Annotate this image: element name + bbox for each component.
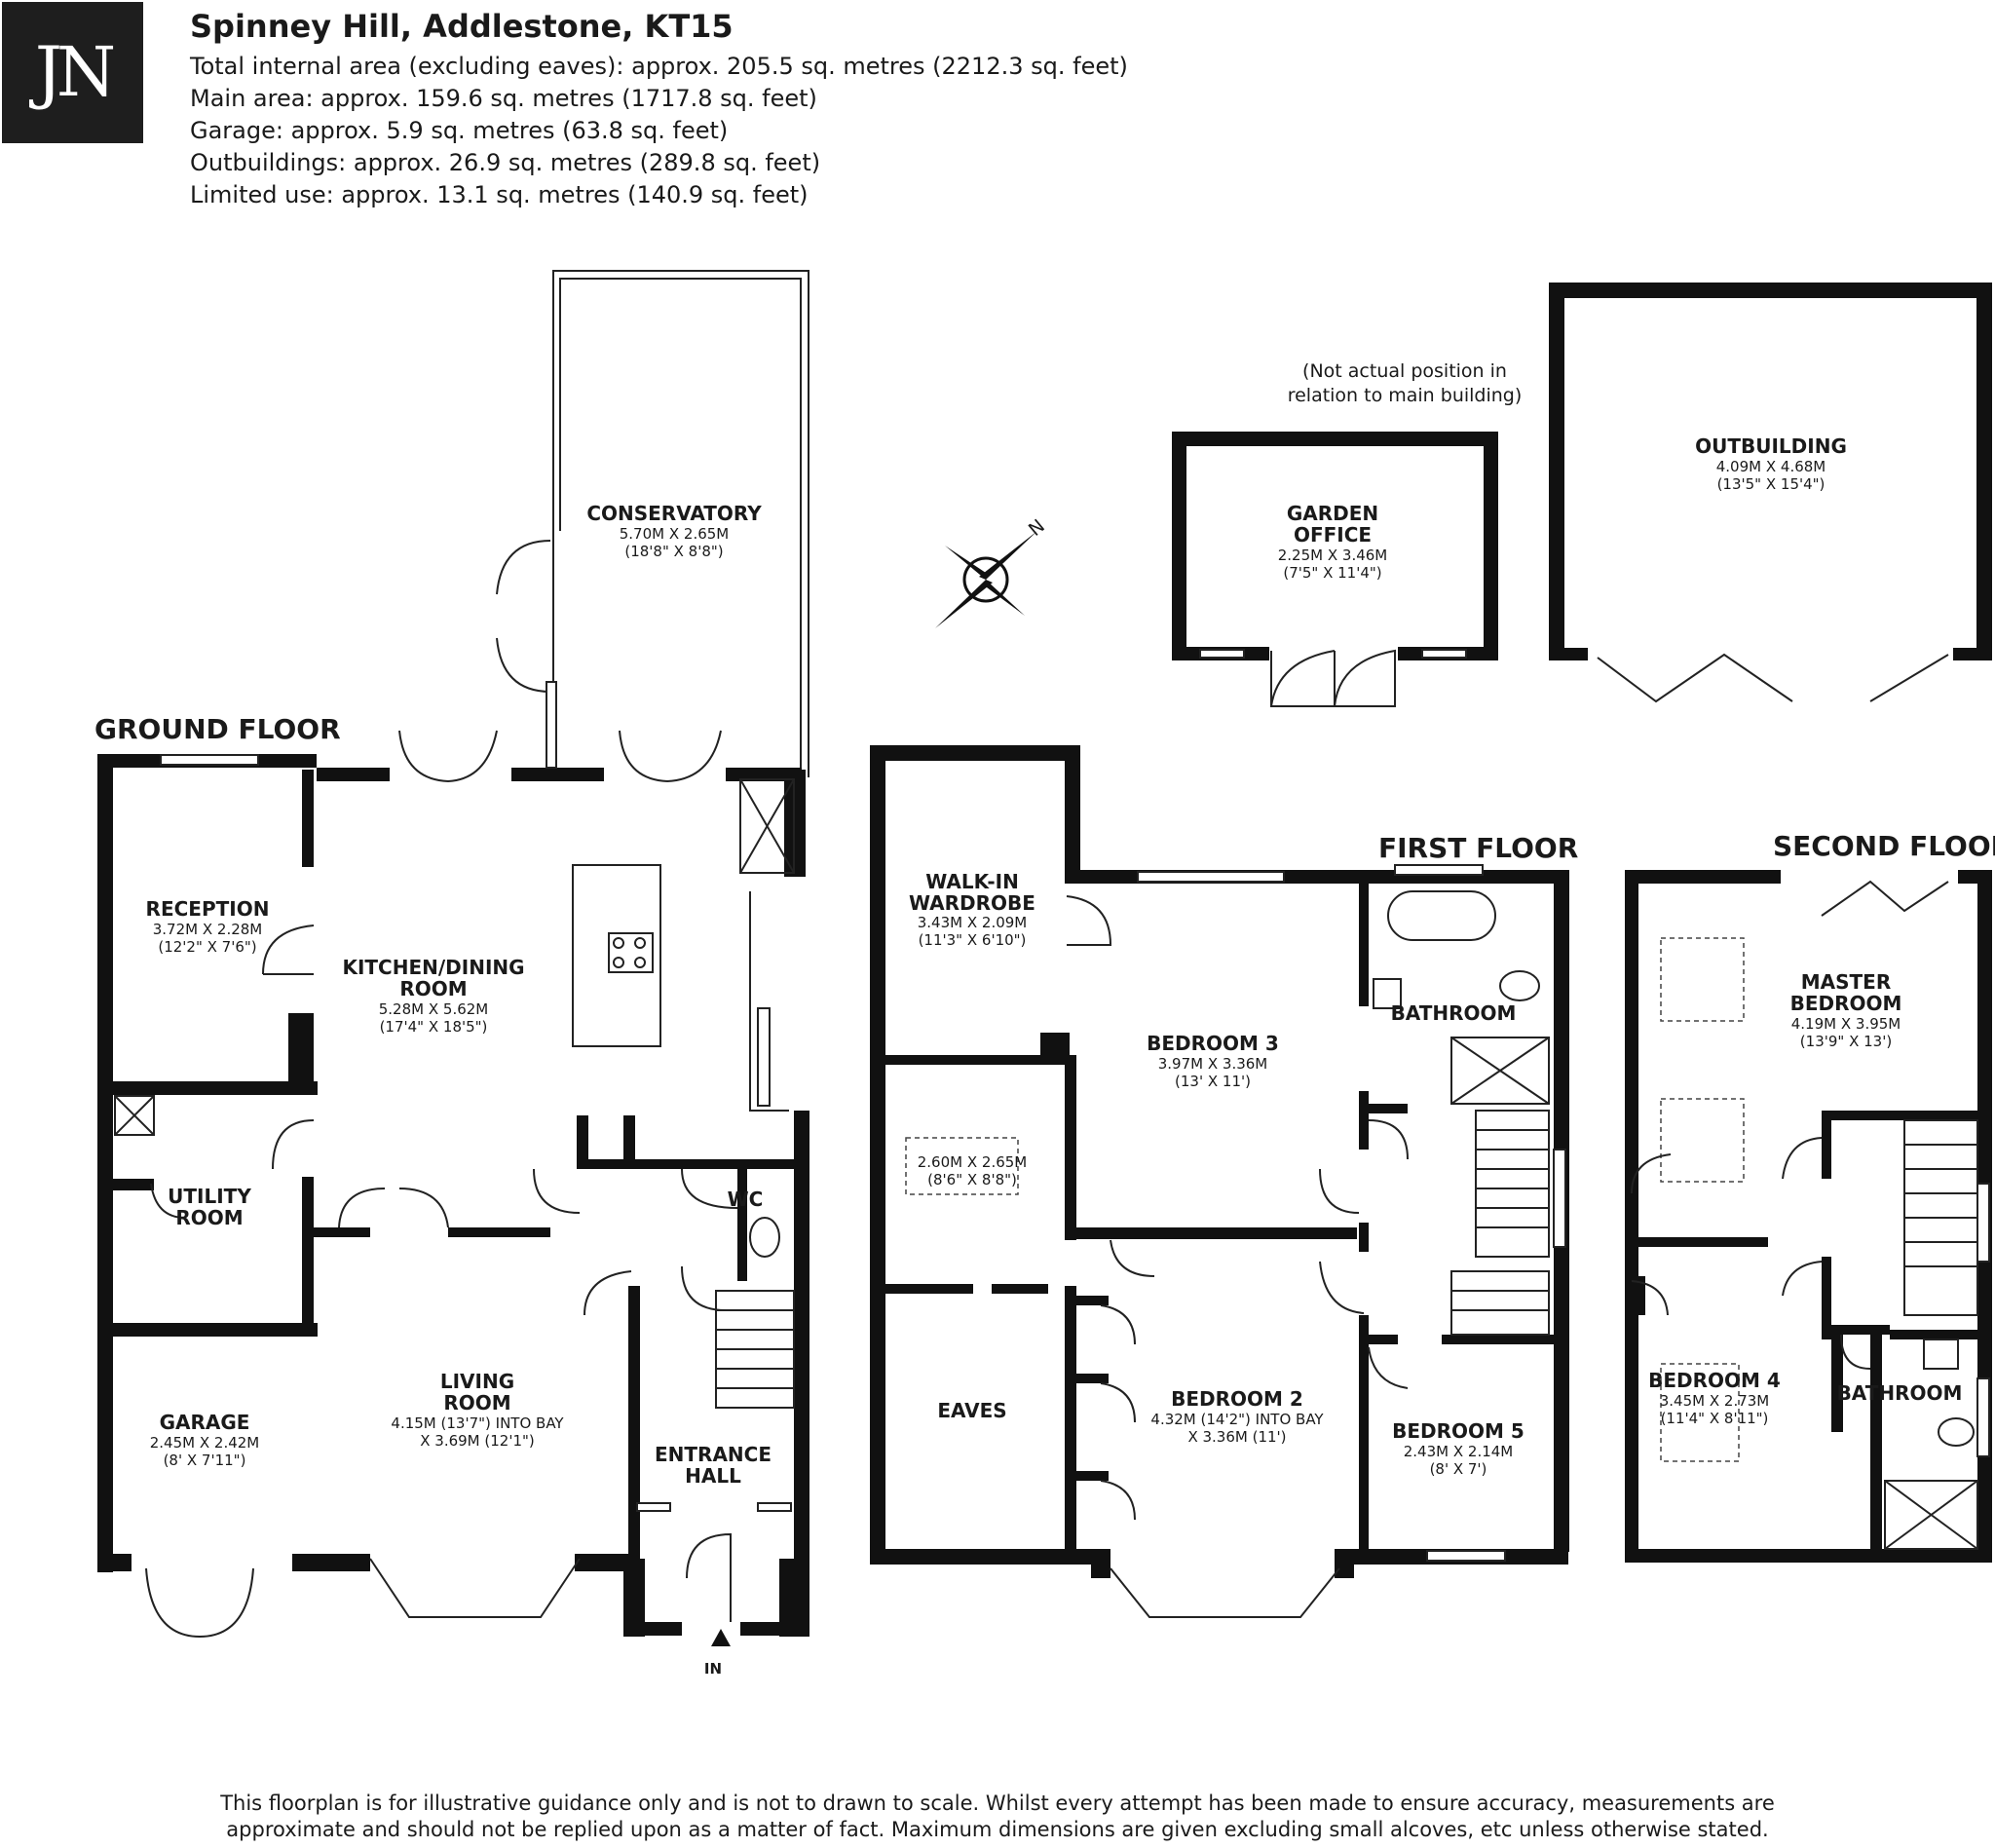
svg-text:BEDROOM 4: BEDROOM 4 xyxy=(1648,1369,1781,1392)
first-floor-plan xyxy=(870,745,1569,1618)
svg-text:WALK-IN: WALK-IN xyxy=(925,870,1019,893)
svg-text:GARDEN: GARDEN xyxy=(1287,502,1378,525)
room-label-living: LIVING ROOM 4.15M (13'7") INTO BAY X 3.6… xyxy=(391,1370,564,1450)
svg-text:LIVING: LIVING xyxy=(440,1370,514,1393)
svg-text:(13' X 11'): (13' X 11') xyxy=(1175,1073,1251,1090)
room-label-bathroom-first: BATHROOM xyxy=(1391,1001,1517,1025)
room-label-bedroom-4: BEDROOM 4 3.45M X 2.73M (11'4" X 8'11") xyxy=(1648,1369,1781,1427)
area-line-main: Main area: approx. 159.6 sq. metres (171… xyxy=(190,85,817,112)
compass-north-label: N xyxy=(1025,515,1049,541)
svg-text:BEDROOM 3: BEDROOM 3 xyxy=(1147,1032,1279,1055)
svg-text:ROOM: ROOM xyxy=(175,1206,243,1229)
svg-text:(13'5" X 15'4"): (13'5" X 15'4") xyxy=(1717,475,1826,493)
room-label-conservatory: CONSERVATORY 5.70M X 2.65M (18'8" X 8'8"… xyxy=(586,502,762,560)
position-note-line2: relation to main building) xyxy=(1288,385,1523,406)
svg-text:5.28M X 5.62M: 5.28M X 5.62M xyxy=(379,1000,489,1018)
first-floor-label: FIRST FLOOR xyxy=(1378,832,1578,864)
room-label-utility: UTILITY ROOM xyxy=(168,1185,251,1229)
svg-text:(11'4" X 8'11"): (11'4" X 8'11") xyxy=(1661,1410,1769,1427)
svg-text:(8' X 7'11"): (8' X 7'11") xyxy=(164,1452,246,1469)
area-line-total: Total internal area (excluding eaves): a… xyxy=(190,53,1128,80)
svg-text:EAVES: EAVES xyxy=(937,1399,1006,1422)
room-label-bedroom-5: BEDROOM 5 2.43M X 2.14M (8' X 7') xyxy=(1392,1419,1524,1478)
svg-text:2.45M X 2.42M: 2.45M X 2.42M xyxy=(150,1434,260,1452)
area-line-limited: Limited use: approx. 13.1 sq. metres (14… xyxy=(190,181,809,208)
ground-floor-plan xyxy=(97,270,809,1646)
room-label-bathroom-second: BATHROOM xyxy=(1837,1381,1963,1405)
svg-text:BEDROOM 2: BEDROOM 2 xyxy=(1171,1387,1303,1411)
svg-text:(17'4" X 18'5"): (17'4" X 18'5") xyxy=(380,1018,488,1036)
property-header: Spinney Hill, Addlestone, KT15 Total int… xyxy=(190,8,1128,211)
svg-text:WARDROBE: WARDROBE xyxy=(909,891,1035,915)
svg-text:4.19M X 3.95M: 4.19M X 3.95M xyxy=(1791,1015,1901,1033)
svg-text:4.15M (13'7") INTO BAY: 4.15M (13'7") INTO BAY xyxy=(391,1414,564,1432)
svg-text:(8'6" X 8'8"): (8'6" X 8'8") xyxy=(927,1171,1017,1188)
svg-text:BEDROOM 5: BEDROOM 5 xyxy=(1392,1419,1524,1443)
outbuildings-plan xyxy=(1172,283,1992,707)
room-label-garden-office: GARDEN OFFICE 2.25M X 3.46M (7'5" X 11'4… xyxy=(1278,502,1388,582)
agent-logo: JN xyxy=(2,2,143,143)
svg-text:ROOM: ROOM xyxy=(399,977,467,1000)
svg-text:ENTRANCE: ENTRANCE xyxy=(655,1443,772,1466)
area-line-outbuildings: Outbuildings: approx. 26.9 sq. metres (2… xyxy=(190,149,821,176)
svg-text:(12'2" X 7'6"): (12'2" X 7'6") xyxy=(158,938,256,956)
svg-text:RECEPTION: RECEPTION xyxy=(146,897,270,921)
svg-text:3.72M X 2.28M: 3.72M X 2.28M xyxy=(153,921,263,938)
svg-text:(13'9" X 13'): (13'9" X 13') xyxy=(1800,1033,1892,1050)
second-floor-plan xyxy=(1625,870,1992,1563)
svg-text:ROOM: ROOM xyxy=(443,1391,510,1414)
room-label-kitchen: KITCHEN/DINING ROOM 5.28M X 5.62M (17'4"… xyxy=(342,956,524,1036)
svg-text:(7'5" X 11'4"): (7'5" X 11'4") xyxy=(1283,564,1381,582)
svg-text:3.97M X 3.36M: 3.97M X 3.36M xyxy=(1158,1055,1268,1073)
svg-text:5.70M X 2.65M: 5.70M X 2.65M xyxy=(620,525,730,543)
room-label-eaves: 2.60M X 2.65M (8'6" X 8'8") EAVES xyxy=(918,1153,1028,1422)
second-floor-label: SECOND FLOOR xyxy=(1773,830,1995,862)
svg-text:OUTBUILDING: OUTBUILDING xyxy=(1695,434,1847,458)
svg-text:2.43M X 2.14M: 2.43M X 2.14M xyxy=(1404,1443,1514,1460)
room-label-master-bedroom: MASTER BEDROOM 4.19M X 3.95M (13'9" X 13… xyxy=(1790,970,1902,1050)
disclaimer: This floorplan is for illustrative guida… xyxy=(117,1791,1878,1843)
room-label-entrance-hall: ENTRANCE HALL xyxy=(655,1443,772,1488)
svg-text:2.25M X 3.46M: 2.25M X 3.46M xyxy=(1278,547,1388,564)
svg-text:2.60M X 2.65M: 2.60M X 2.65M xyxy=(918,1153,1028,1171)
room-label-bedroom-2: BEDROOM 2 4.32M (14'2") INTO BAY X 3.36M… xyxy=(1150,1387,1324,1446)
disclaimer-line-1: This floorplan is for illustrative guida… xyxy=(220,1791,1775,1815)
room-label-walkin-wardrobe: WALK-IN WARDROBE 3.43M X 2.09M (11'3" X … xyxy=(909,870,1035,949)
disclaimer-line-2: approximate and should not be replied up… xyxy=(226,1818,1769,1841)
area-line-garage: Garage: approx. 5.9 sq. metres (63.8 sq.… xyxy=(190,117,729,144)
svg-text:UTILITY: UTILITY xyxy=(168,1185,251,1208)
svg-text:OFFICE: OFFICE xyxy=(1294,523,1372,547)
room-label-outbuilding: OUTBUILDING 4.09M X 4.68M (13'5" X 15'4"… xyxy=(1695,434,1847,493)
svg-text:CONSERVATORY: CONSERVATORY xyxy=(586,502,762,525)
svg-text:HALL: HALL xyxy=(685,1464,741,1488)
svg-text:4.09M X 4.68M: 4.09M X 4.68M xyxy=(1716,458,1826,475)
svg-text:3.43M X 2.09M: 3.43M X 2.09M xyxy=(918,914,1028,931)
svg-text:(11'3" X 6'10"): (11'3" X 6'10") xyxy=(919,931,1027,949)
room-label-wc: WC xyxy=(728,1188,764,1211)
svg-text:4.32M (14'2") INTO BAY: 4.32M (14'2") INTO BAY xyxy=(1150,1411,1324,1428)
svg-text:KITCHEN/DINING: KITCHEN/DINING xyxy=(342,956,524,979)
svg-text:3.45M X 2.73M: 3.45M X 2.73M xyxy=(1660,1392,1770,1410)
room-label-garage: GARAGE 2.45M X 2.42M (8' X 7'11") xyxy=(150,1411,260,1469)
svg-text:GARAGE: GARAGE xyxy=(160,1411,250,1434)
svg-text:(8' X 7'): (8' X 7') xyxy=(1430,1460,1487,1478)
property-title: Spinney Hill, Addlestone, KT15 xyxy=(190,8,734,45)
ground-floor-label: GROUND FLOOR xyxy=(94,713,341,745)
svg-text:BEDROOM: BEDROOM xyxy=(1790,992,1902,1015)
compass-rose-icon xyxy=(935,531,1037,628)
entrance-in-label: IN xyxy=(704,1660,722,1678)
svg-text:(18'8" X 8'8"): (18'8" X 8'8") xyxy=(624,543,723,560)
room-label-bedroom-3: BEDROOM 3 3.97M X 3.36M (13' X 11') xyxy=(1147,1032,1279,1090)
svg-text:X 3.36M (11'): X 3.36M (11') xyxy=(1187,1428,1286,1446)
room-label-reception: RECEPTION 3.72M X 2.28M (12'2" X 7'6") xyxy=(146,897,270,956)
svg-text:MASTER: MASTER xyxy=(1801,970,1892,994)
position-note-line1: (Not actual position in xyxy=(1302,360,1507,382)
svg-text:X 3.69M (12'1"): X 3.69M (12'1") xyxy=(420,1432,535,1450)
